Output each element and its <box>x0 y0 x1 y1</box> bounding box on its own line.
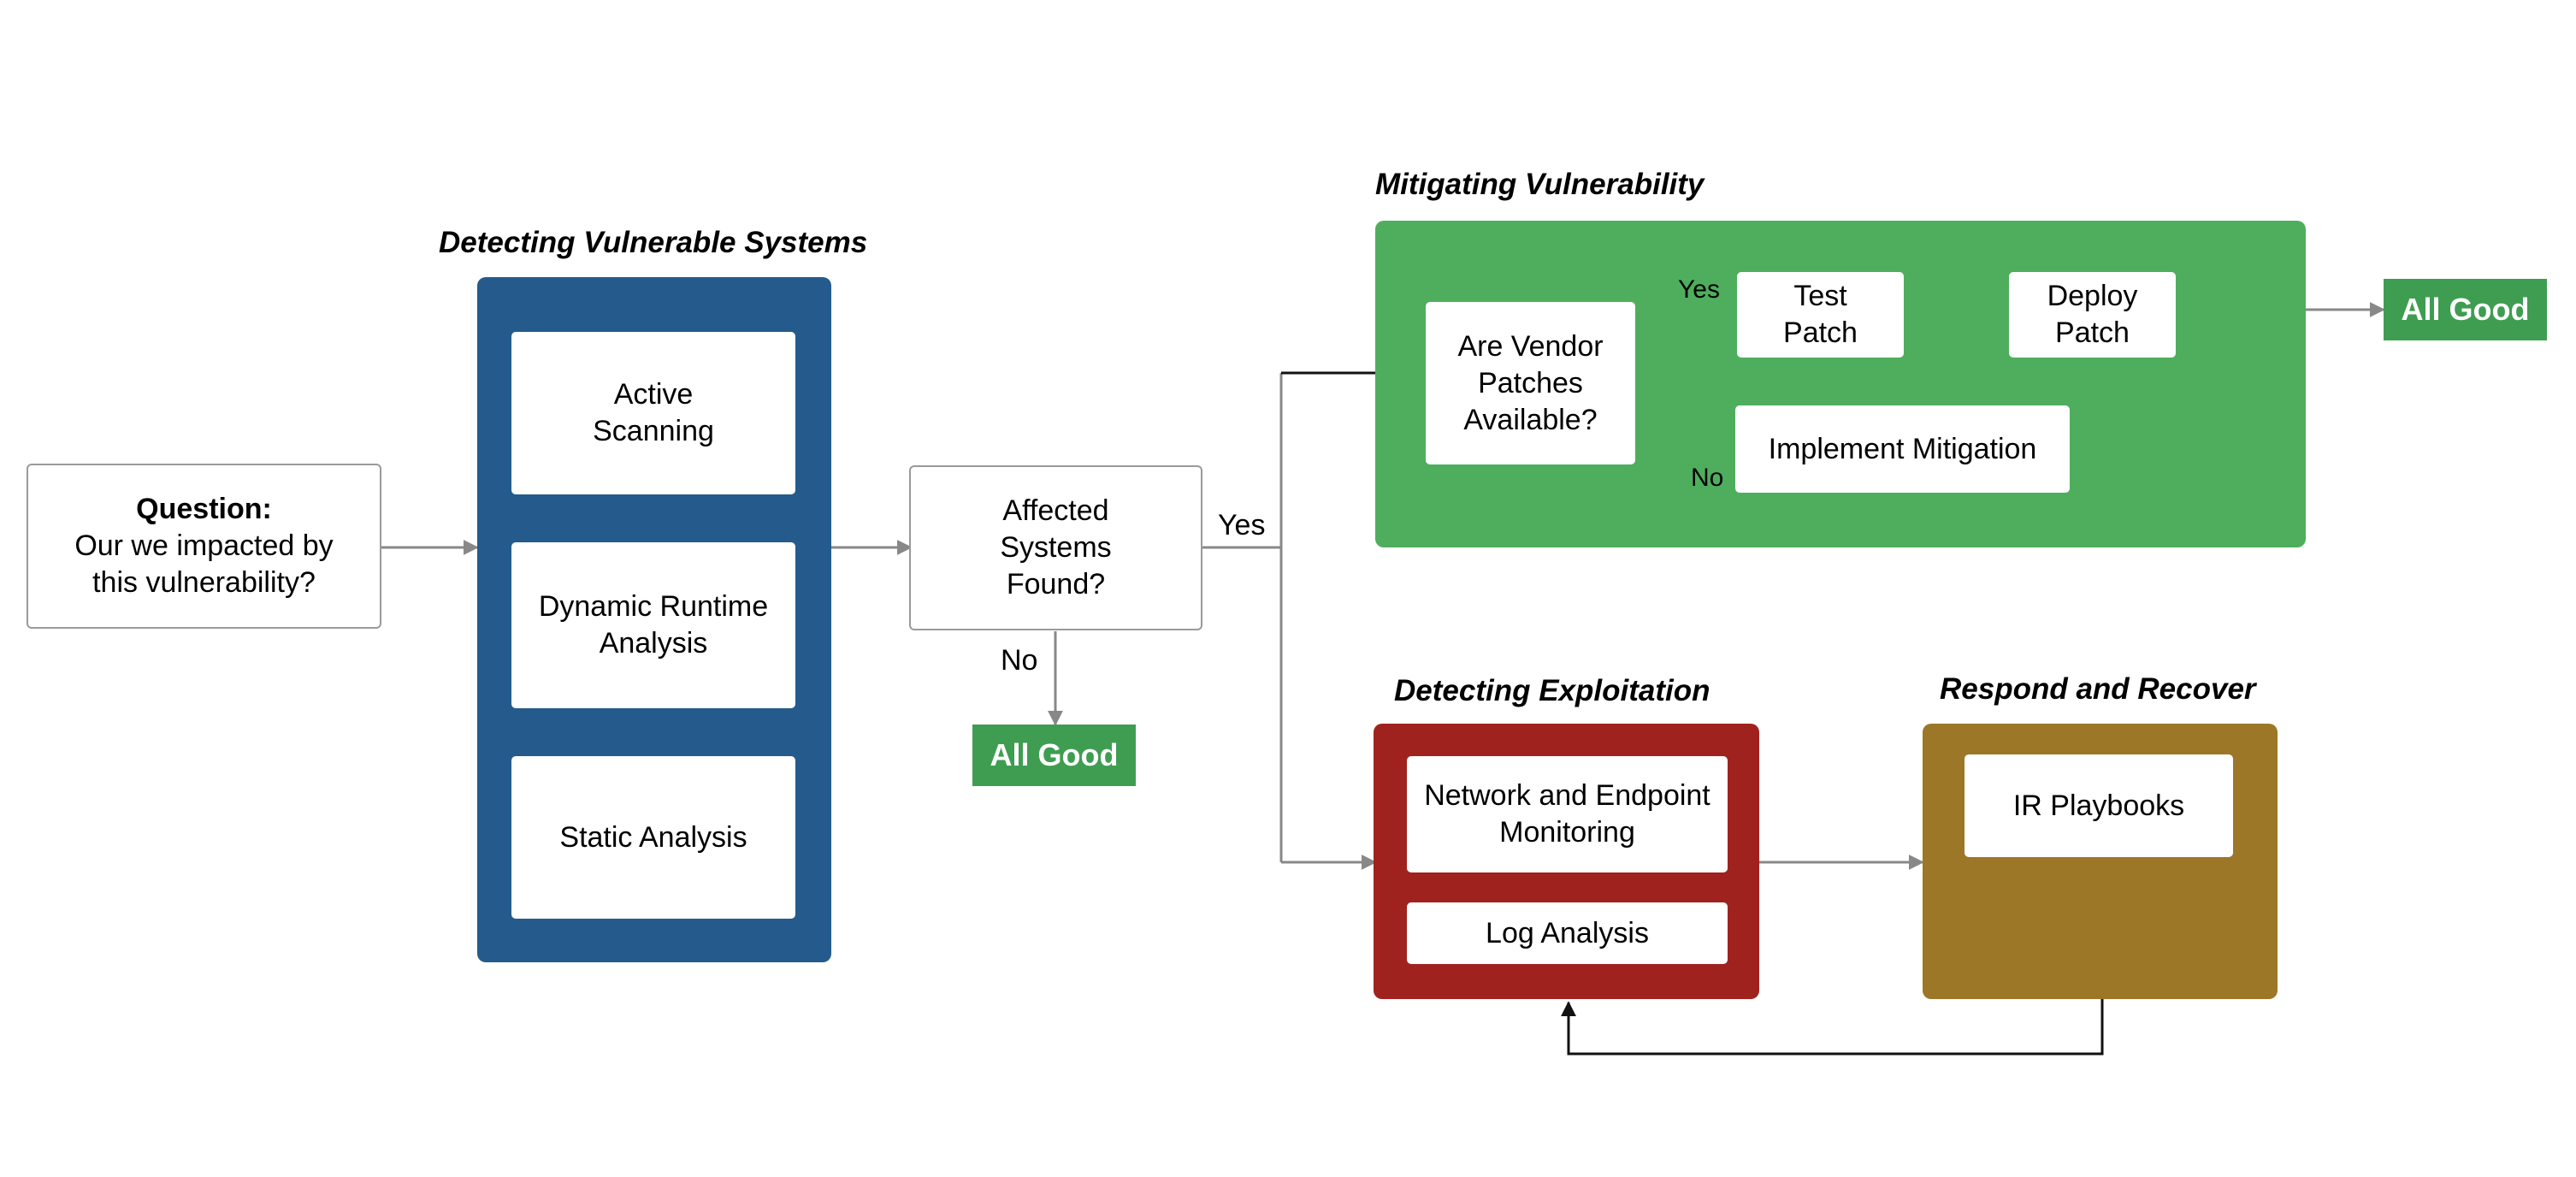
affected-yes-label: Yes <box>1218 509 1266 541</box>
question-box: Question: Our we impacted by this vulner… <box>27 464 381 629</box>
all-good-badge-mitigating: All Good <box>2384 279 2547 340</box>
detect-systems-heading: Detecting Vulnerable Systems <box>439 226 868 259</box>
dynamic-runtime-analysis-box: Dynamic Runtime Analysis <box>511 542 795 708</box>
mitigating-no-label: No <box>1691 464 1724 492</box>
detect-exploitation-heading: Detecting Exploitation <box>1394 674 1710 707</box>
detect-exploitation-panel: Network and Endpoint Monitoring Log Anal… <box>1374 724 1759 999</box>
implement-mitigation-box: Implement Mitigation <box>1735 405 2070 493</box>
respond-heading: Respond and Recover <box>1940 672 2256 706</box>
question-text: Our we impacted by this vulnerability? <box>74 529 334 599</box>
vendor-patches-box: Are Vendor Patches Available? <box>1426 302 1635 464</box>
mitigating-panel: Are Vendor Patches Available? Test Patch… <box>1375 221 2306 547</box>
log-analysis-box: Log Analysis <box>1407 902 1728 964</box>
mitigating-heading: Mitigating Vulnerability <box>1375 168 1705 201</box>
active-scanning-box: Active Scanning <box>511 332 795 494</box>
deploy-patch-box: Deploy Patch <box>2009 272 2176 358</box>
respond-panel: IR Playbooks <box>1923 724 2278 999</box>
arrow-respond-loop <box>1561 999 2104 1056</box>
test-patch-box: Test Patch <box>1737 272 1904 358</box>
question-title: Question: <box>136 493 272 525</box>
static-analysis-box: Static Analysis <box>511 756 795 919</box>
affected-no-label: No <box>1001 644 1038 677</box>
affected-systems-box: Affected Systems Found? <box>909 465 1202 630</box>
detect-systems-panel: Active Scanning Dynamic Runtime Analysis… <box>477 277 831 962</box>
ir-playbooks-box: IR Playbooks <box>1964 754 2233 857</box>
all-good-badge-affected: All Good <box>972 725 1136 786</box>
mitigating-yes-label: Yes <box>1678 275 1720 304</box>
network-endpoint-monitoring-box: Network and Endpoint Monitoring <box>1407 756 1728 872</box>
